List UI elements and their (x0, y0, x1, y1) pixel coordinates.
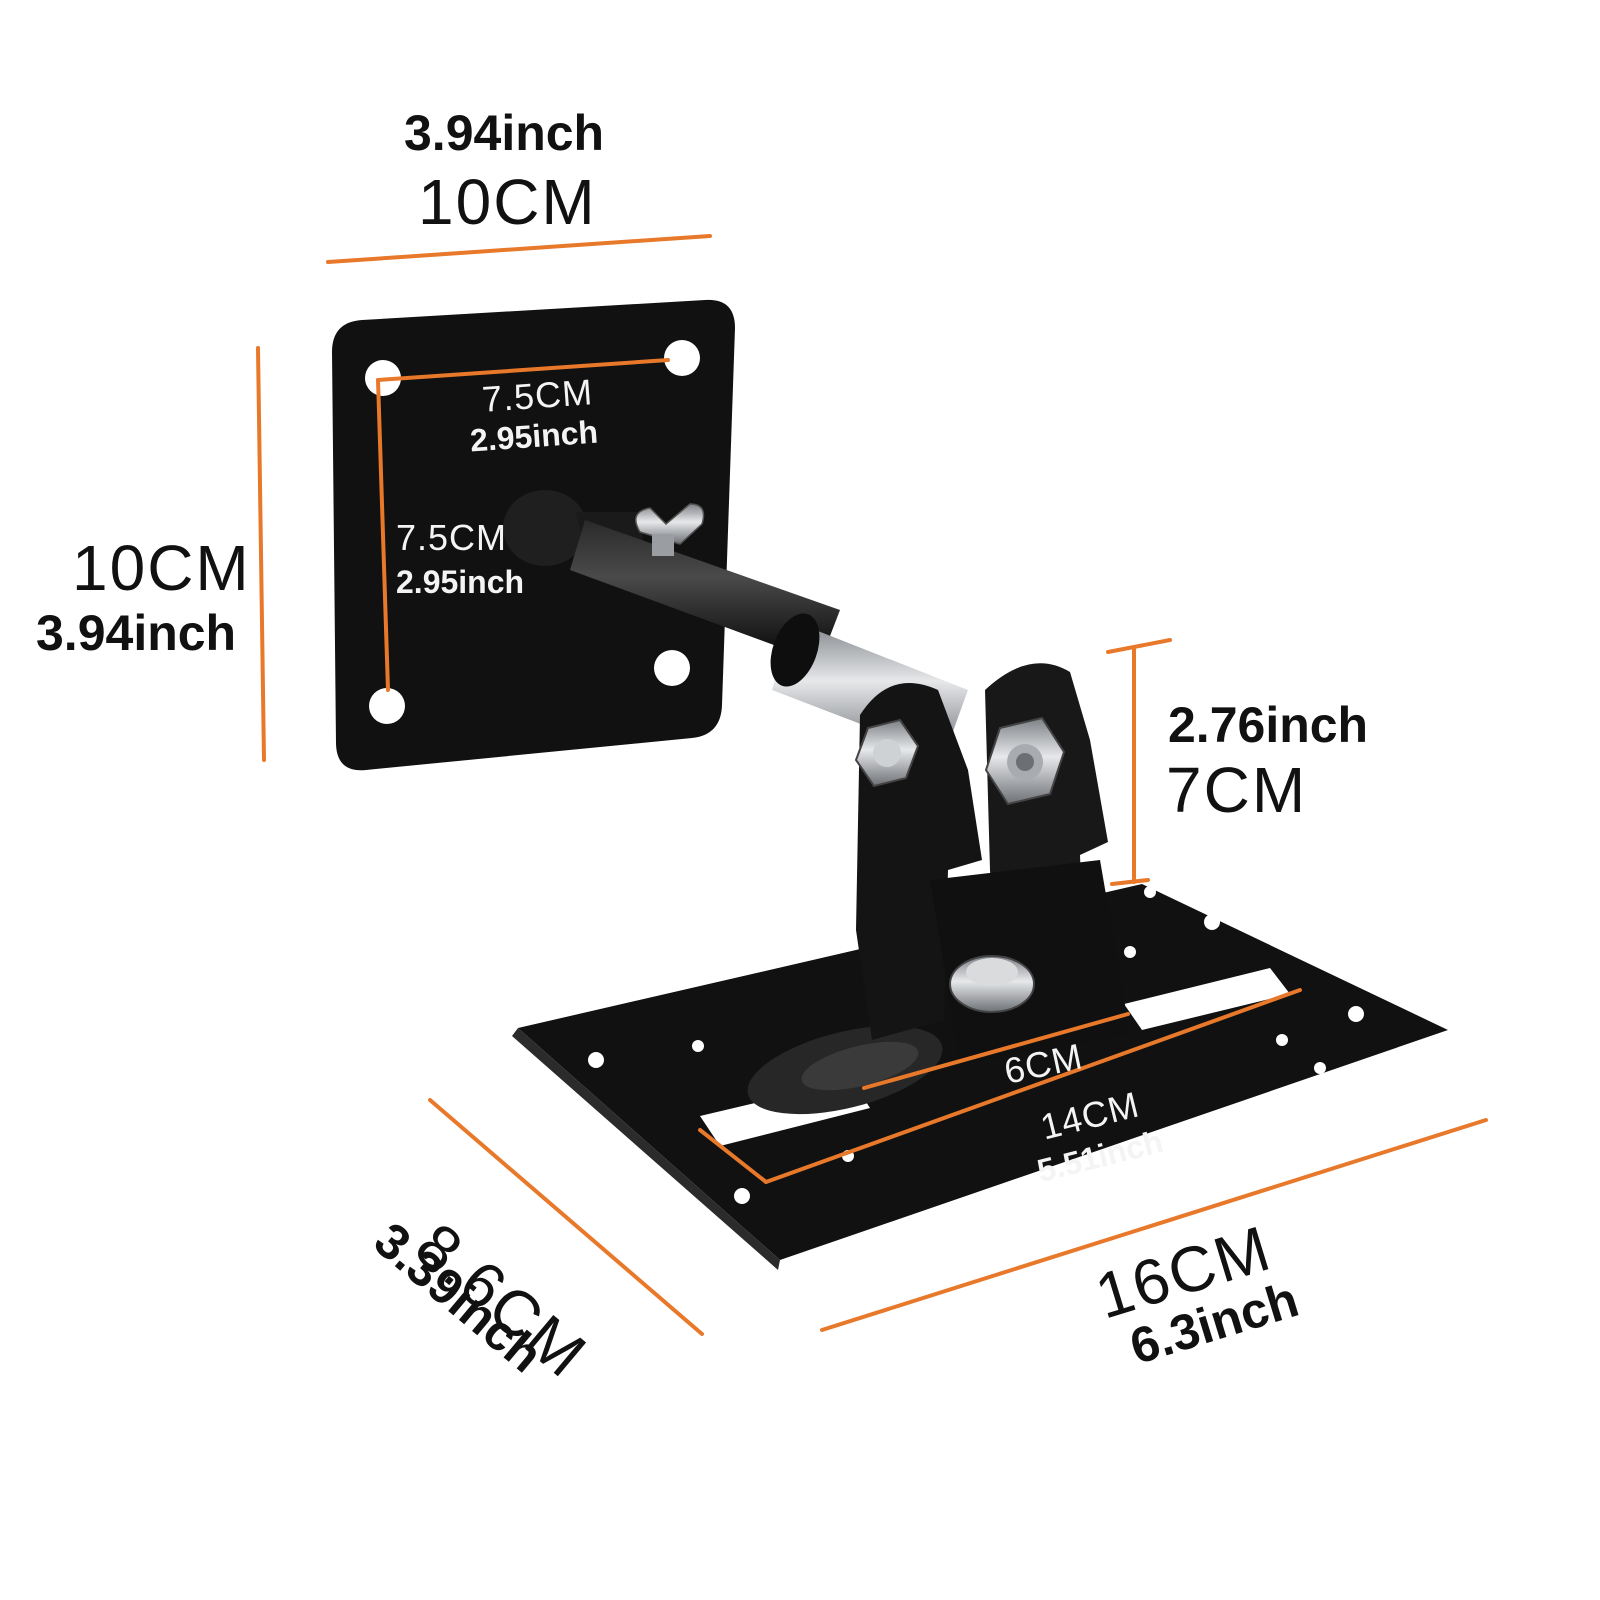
wall-plate-width-cm: 10CM (418, 166, 597, 238)
base-depth-line (428, 1098, 704, 1336)
wall-plate-width-inch: 3.94inch (404, 105, 605, 161)
base-plate (512, 884, 1448, 1270)
wall-plate-height-inch: 3.94inch (36, 605, 237, 661)
hole-spacing-vertical-inch: 2.95inch (396, 564, 525, 600)
wall-plate-height-cm: 10CM (72, 532, 251, 604)
top-width-line (326, 234, 712, 264)
pivot-bolt-right (984, 716, 1066, 806)
base-bolt (949, 955, 1035, 1013)
hole-spacing-h-line (376, 358, 670, 382)
left-height-line (256, 346, 266, 762)
hole-spacing-vertical-cm: 7.5CM (396, 517, 508, 558)
hole-spacing-horizontal-inch: 2.95inch (468, 413, 600, 459)
wall-plate-holes (365, 340, 700, 724)
hole-spacing-v-line (376, 378, 390, 692)
hole-spacing-horizontal-cm: 7.5CM (480, 371, 595, 420)
base-slot-right (1124, 968, 1290, 1030)
wall-plate (332, 299, 735, 771)
bracket-height-cm: 7CM (1166, 754, 1308, 826)
dimension-lines (256, 234, 1488, 1336)
pivot-bolt-left (854, 718, 920, 788)
wing-nut (635, 503, 705, 556)
bracket-width-line (862, 1012, 1130, 1090)
slot-length-line (764, 988, 1302, 1184)
bracket-height-inch: 2.76inch (1168, 697, 1369, 753)
swivel-bracket (854, 663, 1130, 1064)
base-length-line (820, 1118, 1488, 1332)
